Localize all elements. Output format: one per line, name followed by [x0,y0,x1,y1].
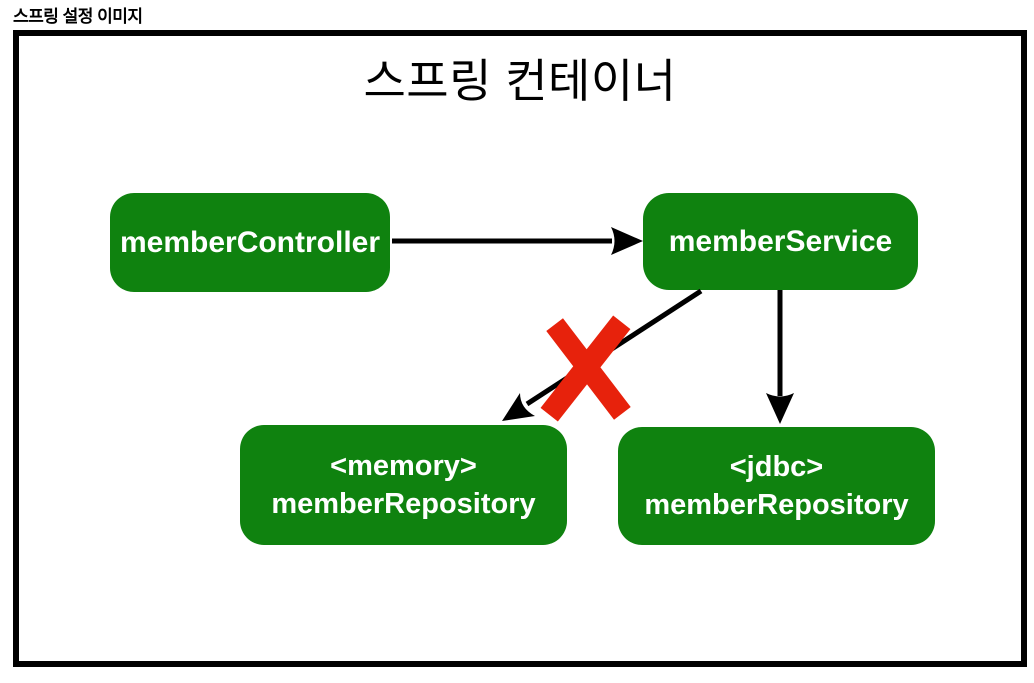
page-heading: 스프링 설정 이미지 [13,7,143,26]
node-memory-repository-line2: memberRepository [271,488,536,520]
node-jdbc-repository-line1: <jdbc> [729,451,824,483]
node-memory-member-repository: <memory> memberRepository [240,425,567,545]
node-member-controller: memberController [110,193,390,292]
spring-container-frame [13,30,1027,667]
node-member-service: memberService [643,193,918,290]
diagram-title: 스프링 컨테이너 [363,55,677,107]
node-memory-repository-line1: <memory> [330,450,477,482]
node-member-service-label: memberService [668,224,893,258]
node-member-controller-label: memberController [119,225,381,259]
node-jdbc-repository-line2: memberRepository [644,489,909,521]
node-jdbc-member-repository: <jdbc> memberRepository [618,427,935,545]
